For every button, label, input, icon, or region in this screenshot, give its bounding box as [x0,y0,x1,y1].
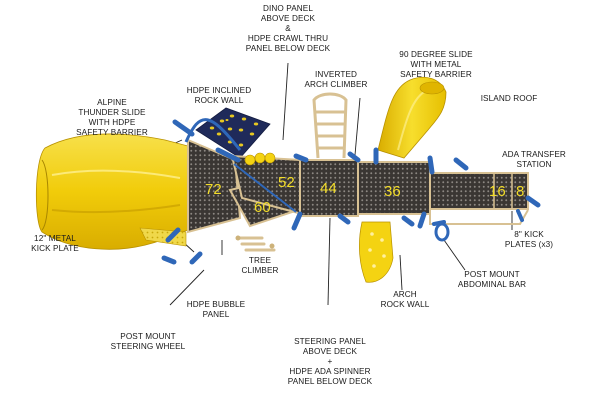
90-degree-slide [377,76,447,159]
deck-height-60: 60 [254,199,271,216]
deck-height-52: 52 [278,174,295,191]
deck-height-36: 36 [384,183,401,200]
deck-height-72: 72 [205,181,222,198]
tree-climber [235,235,276,252]
deck-height-44: 44 [320,180,337,197]
label-island-roof: ISLAND ROOF [480,94,538,103]
inverted-arch-climber [312,92,348,159]
hdpe-inclined-rock-wall [195,107,271,159]
deck-height-8: 8 [516,183,524,200]
arch-rock-wall [359,221,394,283]
deck-heights: 72 52 44 36 16 8 60 [205,174,524,216]
deck-height-16: 16 [489,183,506,200]
alpine-thunder-slide [35,133,189,250]
posts [161,119,541,265]
